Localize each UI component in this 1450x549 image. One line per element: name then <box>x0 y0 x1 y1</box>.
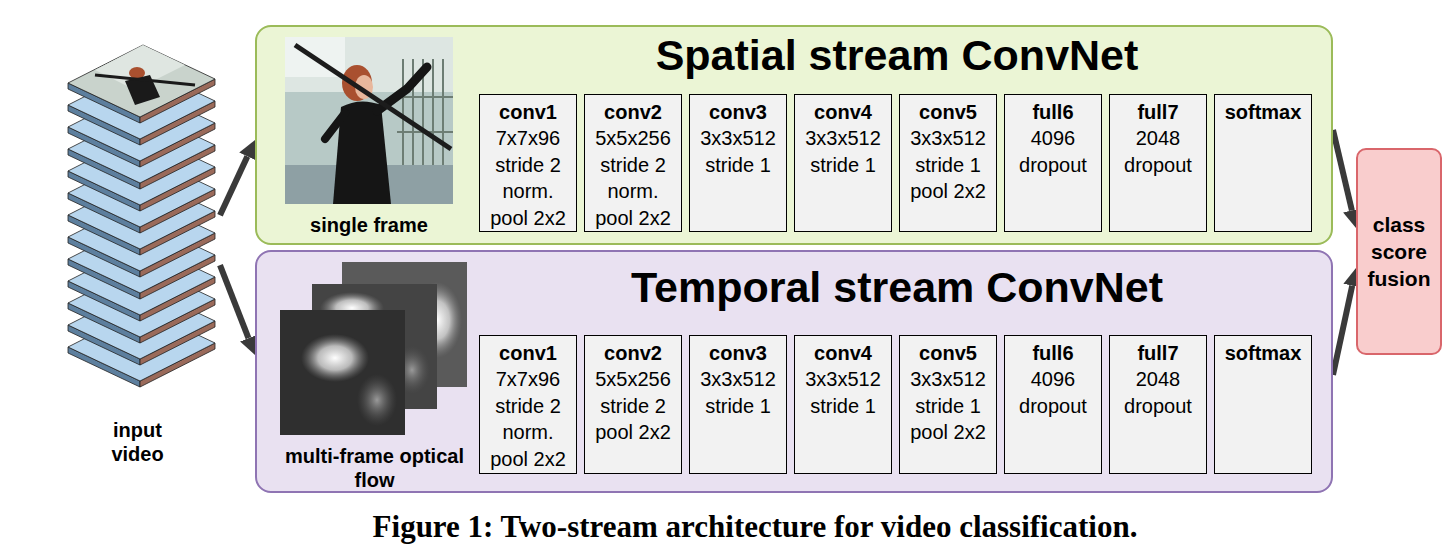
illustration-line <box>95 75 195 85</box>
layer-params: 2048 dropout <box>1115 125 1201 178</box>
image-label: single frame <box>282 213 457 237</box>
illustration-line <box>442 59 444 165</box>
layer-params: 3x3x512 stride 1 pool 2x2 <box>905 125 991 205</box>
image-label: input video <box>98 418 178 466</box>
flow-arrow <box>1333 130 1352 210</box>
layer-name: conv5 <box>919 99 977 125</box>
layer-box: conv53x3x512 stride 1 pool 2x2 <box>899 94 997 232</box>
layer-box: conv25x5x256 stride 2 norm. pool 2x2 <box>584 94 682 232</box>
layer-box: full72048 dropout <box>1109 335 1207 474</box>
illustration-rect <box>280 310 405 435</box>
figure-caption: Figure 1: Two-stream architecture for vi… <box>373 509 1138 544</box>
layer-name: full7 <box>1137 340 1178 366</box>
layer-params: 4096 dropout <box>1010 366 1096 419</box>
layer-name: conv3 <box>709 340 767 366</box>
illustration-g <box>68 45 215 123</box>
layer-name: conv1 <box>499 99 557 125</box>
layer-name: conv5 <box>919 340 977 366</box>
illustration-line <box>402 59 404 165</box>
flow-arrow <box>220 265 248 338</box>
layer-box: conv43x3x512 stride 1 <box>794 94 892 232</box>
layer-box: conv17x7x96 stride 2 norm. pool 2x2 <box>479 335 577 474</box>
layer-name: conv4 <box>814 340 872 366</box>
layer-box: conv43x3x512 stride 1 <box>794 335 892 474</box>
layer-params: 3x3x512 stride 1 <box>800 125 886 178</box>
layer-box: full64096 dropout <box>1004 94 1102 232</box>
video-input-node: input video <box>55 35 220 466</box>
flow-arrow <box>1333 286 1352 375</box>
layer-params: 3x3x512 stride 1 <box>695 366 781 419</box>
stream-band: Temporal stream ConvNet multi-frame opti… <box>255 250 1333 493</box>
single-frame-picture <box>285 37 453 204</box>
layer-name: full6 <box>1032 340 1073 366</box>
layer-params: 2048 dropout <box>1115 366 1201 419</box>
layer-name: conv2 <box>604 340 662 366</box>
layer-box: conv53x3x512 stride 1 pool 2x2 <box>899 335 997 474</box>
image-label: multi-frame optical flow <box>285 444 465 492</box>
illustration-line <box>412 59 414 165</box>
layer-params: 4096 dropout <box>1010 125 1096 178</box>
layer-params: 3x3x512 stride 1 pool 2x2 <box>905 366 991 446</box>
layer-params: 5x5x256 stride 2 norm. pool 2x2 <box>590 125 676 231</box>
illustration-polygon <box>68 45 215 117</box>
layer-name: full6 <box>1032 99 1073 125</box>
illustration-line <box>295 45 451 149</box>
video-stack-picture <box>55 35 220 415</box>
layer-params: 7x7x96 stride 2 norm. pool 2x2 <box>485 366 571 472</box>
layer-box: conv17x7x96 stride 2 norm. pool 2x2 <box>479 94 577 232</box>
illustration-ellipse <box>301 334 369 382</box>
layer-name: conv2 <box>604 99 662 125</box>
illustration-line <box>432 59 434 165</box>
band-title: Spatial stream ConvNet <box>467 27 1327 79</box>
layer-box: conv33x3x512 stride 1 <box>689 335 787 474</box>
optical-flow-picture <box>277 260 472 438</box>
stream-band: Spatial stream ConvNet single frame conv1… <box>255 25 1333 245</box>
layer-name: full7 <box>1137 99 1178 125</box>
frame-image-node: single frame <box>279 37 459 237</box>
layer-box: softmax <box>1214 94 1312 232</box>
layer-box: full72048 dropout <box>1109 94 1207 232</box>
illustration-rect <box>285 37 453 204</box>
caption-holder: Figure 1: Two-stream architecture for vi… <box>60 509 1450 545</box>
layer-name: softmax <box>1225 340 1302 366</box>
flow-arrow <box>220 156 247 215</box>
layer-params: 7x7x96 stride 2 norm. pool 2x2 <box>485 125 571 231</box>
frame-image-node: multi-frame optical flow <box>277 260 472 492</box>
illustration-ellipse <box>357 374 397 426</box>
layer-name: conv1 <box>499 340 557 366</box>
fusion-label: class score fusion <box>1363 211 1435 292</box>
layer-name: conv3 <box>709 99 767 125</box>
band-title: Temporal stream ConvNet <box>467 252 1327 311</box>
illustration-path <box>325 113 345 139</box>
layer-params: 3x3x512 stride 1 <box>800 366 886 419</box>
fusion-box: class score fusion <box>1356 148 1442 355</box>
layer-name: conv4 <box>814 99 872 125</box>
layer-box: full64096 dropout <box>1004 335 1102 474</box>
layer-params: 3x3x512 stride 1 <box>695 125 781 178</box>
illustration-line <box>397 96 453 98</box>
layer-box: softmax <box>1214 335 1312 474</box>
layer-box: conv25x5x256 stride 2 pool 2x2 <box>584 335 682 474</box>
layer-box: conv33x3x512 stride 1 <box>689 94 787 232</box>
layer-params: 5x5x256 stride 2 pool 2x2 <box>590 366 676 446</box>
layer-name: softmax <box>1225 99 1302 125</box>
